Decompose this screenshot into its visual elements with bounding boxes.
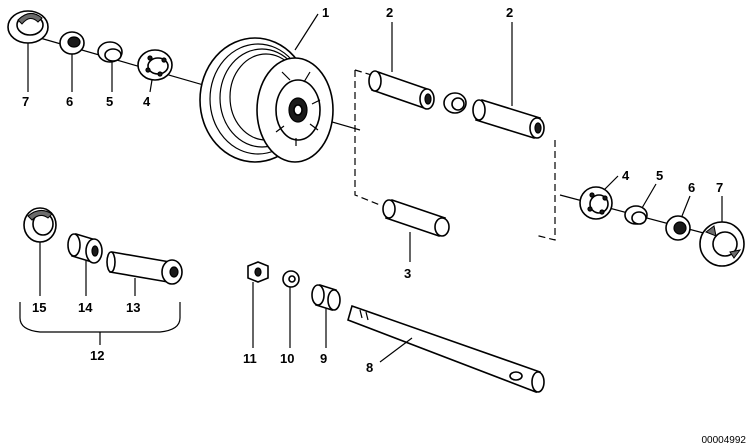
- callout-5a: 5: [106, 94, 113, 109]
- callout-2b: 2: [506, 5, 513, 20]
- part-1-wheel-hub: [199, 37, 334, 163]
- part-14-sleeve: [67, 232, 103, 264]
- callout-15: 15: [32, 300, 46, 315]
- part-2-sleeve-a: [368, 70, 435, 110]
- callout-14: 14: [78, 300, 93, 315]
- leader-4b: [603, 175, 619, 191]
- part-7-axle-nut-right: [699, 221, 745, 267]
- callout-5b: 5: [656, 168, 663, 183]
- callout-4b: 4: [622, 168, 630, 183]
- callout-11: 11: [243, 351, 257, 366]
- callout-7a: 7: [22, 94, 29, 109]
- callout-12: 12: [90, 348, 104, 363]
- part-4-ball-bearing-left: [137, 49, 173, 81]
- part-15-seal-ring: [23, 207, 57, 243]
- callout-9: 9: [320, 351, 327, 366]
- callout-13: 13: [126, 300, 140, 315]
- callout-4a: 4: [143, 94, 151, 109]
- part-10-washer: [282, 270, 300, 288]
- leader-5b: [641, 183, 657, 209]
- part-3-spacer-tube: [382, 198, 450, 238]
- callout-7b: 7: [716, 180, 723, 195]
- document-number: 00004992: [702, 435, 747, 446]
- part-6-bearing-left: [59, 31, 85, 55]
- bracket-dash-right: [534, 140, 556, 241]
- callout-6b: 6: [688, 180, 695, 195]
- callout-2a: 2: [386, 5, 393, 20]
- leader-6b: [681, 195, 691, 217]
- callout-10: 10: [280, 351, 294, 366]
- part-5-spacer-right: [624, 205, 648, 225]
- callout-8: 8: [366, 360, 373, 375]
- part-11-nut: [247, 261, 269, 283]
- part-5-spacer-left: [97, 41, 123, 63]
- callout-3: 3: [404, 266, 411, 281]
- part-6-bearing-right: [665, 215, 691, 241]
- part-13-bolt: [106, 251, 183, 285]
- bracket-dash-left: [354, 70, 381, 206]
- leader-1: [294, 13, 319, 51]
- part-8-axle-shaft: [347, 304, 545, 394]
- callout-1: 1: [322, 5, 329, 20]
- part-7-axle-nut-left: [7, 10, 49, 44]
- leader-8: [379, 337, 413, 363]
- callout-6a: 6: [66, 94, 73, 109]
- part-2-small-spacer: [443, 92, 467, 114]
- part-9-bushing: [311, 283, 341, 312]
- part-2-sleeve-b: [472, 98, 545, 140]
- leader-4a: [149, 79, 153, 93]
- part-4-ball-bearing-right: [579, 186, 613, 220]
